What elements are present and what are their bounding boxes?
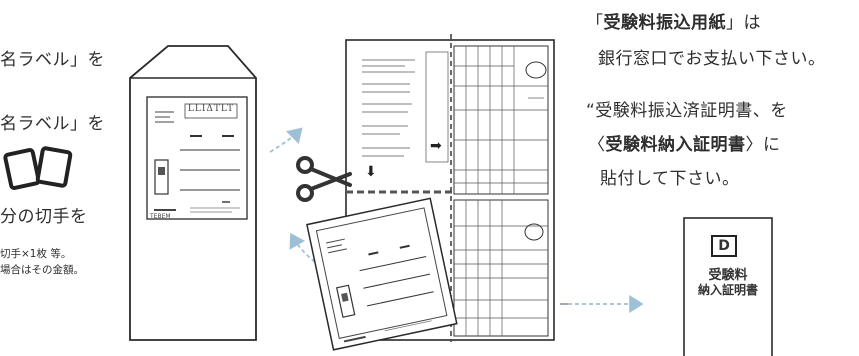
envelope-label-footer: TEBEM xyxy=(150,213,171,220)
svg-text:➡: ➡ xyxy=(430,138,442,154)
left-note-line-3: 分の切手を xyxy=(0,207,88,227)
envelope-label-header: LLIΔTLT xyxy=(187,104,235,114)
instruction-line-1: 「受験料振込用紙」は xyxy=(586,8,761,33)
left-note-small-1: 切手×1枚 等。 xyxy=(0,248,72,260)
angle-open: 〈 xyxy=(588,135,606,155)
certificate-card-graphic xyxy=(683,217,773,356)
certificate-name: 受験料納入証明書 xyxy=(605,135,746,155)
scissors-icon xyxy=(296,156,352,202)
certificate-title-line-2: 納入証明書 xyxy=(697,283,758,297)
instruction-line-5: 貼付して下さい。 xyxy=(600,169,740,189)
certificate-badge: D xyxy=(718,238,730,254)
cutout-label xyxy=(306,197,458,351)
instruction-line-4: 〈受験料納入証明書〉に xyxy=(588,130,781,155)
envelope-graphic xyxy=(129,45,257,341)
bracket-open: 「 xyxy=(586,13,604,33)
left-note-line-1: 名ラベル」を xyxy=(0,50,105,70)
instruction-line-3: “受験料振込済証明書、を xyxy=(586,101,788,121)
left-note-small-2: 場合はその金額。 xyxy=(0,264,84,276)
bracket-close: 」は xyxy=(726,13,761,33)
angle-close: 〉に xyxy=(745,135,781,155)
left-note-line-2: 名ラベル」を xyxy=(0,114,105,134)
arrow-to-envelope xyxy=(269,127,303,153)
certificate-title-line-1: 受験料 xyxy=(708,268,748,283)
svg-text:⬇: ⬇ xyxy=(365,164,377,180)
arrow-from-label xyxy=(289,232,316,263)
payment-slip-name: 受験料振込用紙 xyxy=(603,13,726,33)
instruction-line-2: 銀行窓口でお支払い下さい。 xyxy=(598,49,826,69)
stamp-icon xyxy=(3,146,73,190)
